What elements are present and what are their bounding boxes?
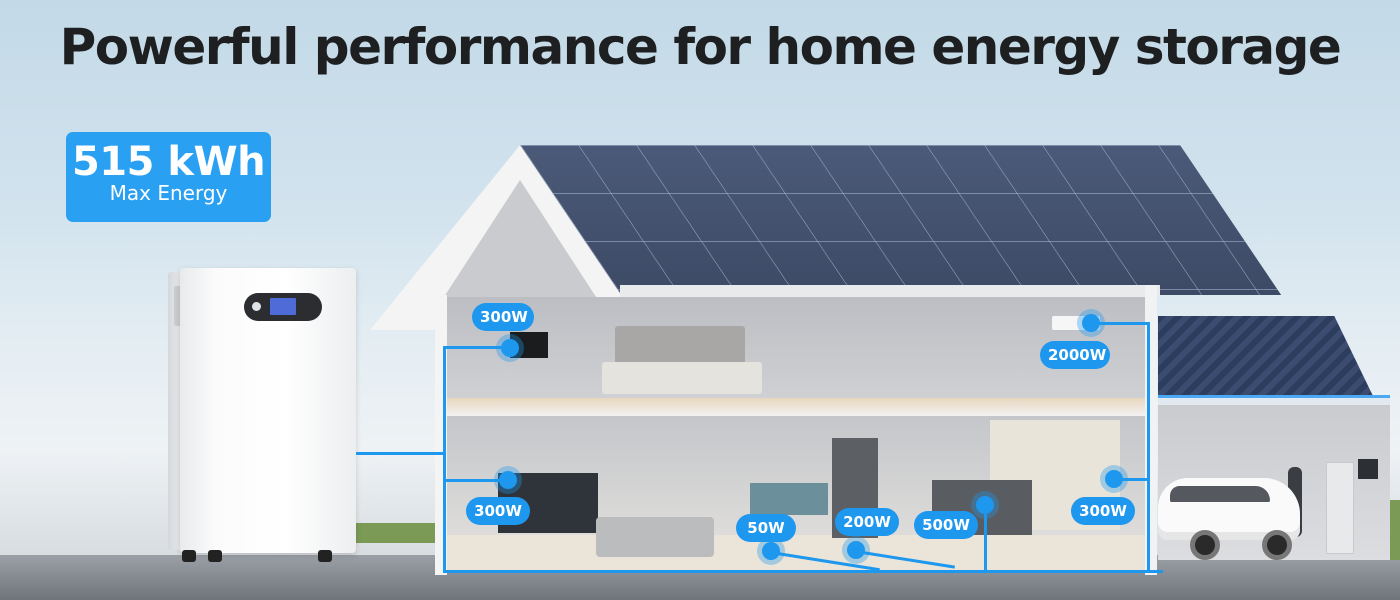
roof-eave [620,285,1160,297]
connection-point-icon [976,496,994,514]
bed [602,362,762,394]
power-label-upper-tv: 300W [472,303,534,331]
connection-point-icon [501,339,519,357]
right-riser-wire [1147,322,1150,572]
sofa [596,517,714,557]
upper-tv-wire [443,346,511,349]
inverter [1358,459,1378,479]
garage-eave [1158,395,1390,405]
floor-main-wire [443,570,1163,573]
power-label-lower-tv: 300W [466,497,530,525]
connection-point-icon [1105,470,1123,488]
power-label-coffee-machine: 500W [914,511,978,539]
connection-point-icon [762,542,780,560]
power-label-aquarium: 50W [736,514,796,542]
power-label-refrigerator: 200W [835,508,899,536]
battery-body [180,268,356,553]
car-wheel-icon [1190,530,1220,560]
max-energy-badge: 515 kWh Max Energy [66,132,271,222]
bed-headboard [615,326,745,366]
battery-unit-image [168,268,356,562]
energy-value: 515 kWh [71,139,266,185]
house-cutaway-illustration [370,140,1282,580]
lower-tv-wire [443,479,509,482]
wheel-icon [208,550,222,562]
battery-display-screen [270,298,296,315]
power-button-icon [252,302,261,311]
battery-feed-wire [356,452,444,455]
kitchen-wire [1113,478,1149,481]
garage-roof [1158,316,1373,396]
aquarium [750,483,828,515]
power-label-kitchen: 300W [1071,497,1135,525]
wheel-icon [182,550,196,562]
connection-point-icon [499,471,517,489]
battery-handle [174,286,182,326]
wheel-icon [318,550,332,562]
lower-floor-ground [445,535,1145,570]
garage-battery-stack [1326,462,1354,554]
grass [340,523,440,543]
car-wheel-icon [1262,530,1292,560]
connection-point-icon [847,541,865,559]
battery-control-panel [244,293,322,321]
page-title: Powerful performance for home energy sto… [59,18,1342,76]
energy-label: Max Energy [109,181,228,205]
car-window [1170,486,1270,502]
connection-point-icon [1082,314,1100,332]
coffee-wire [984,505,987,570]
ac-wire [1090,322,1150,325]
floor-slab [445,398,1145,416]
solar-panel-roof [520,145,1282,295]
main-riser-wire [443,346,446,572]
power-label-air-conditioner: 2000W [1040,341,1110,369]
upper-floor [445,297,1145,402]
